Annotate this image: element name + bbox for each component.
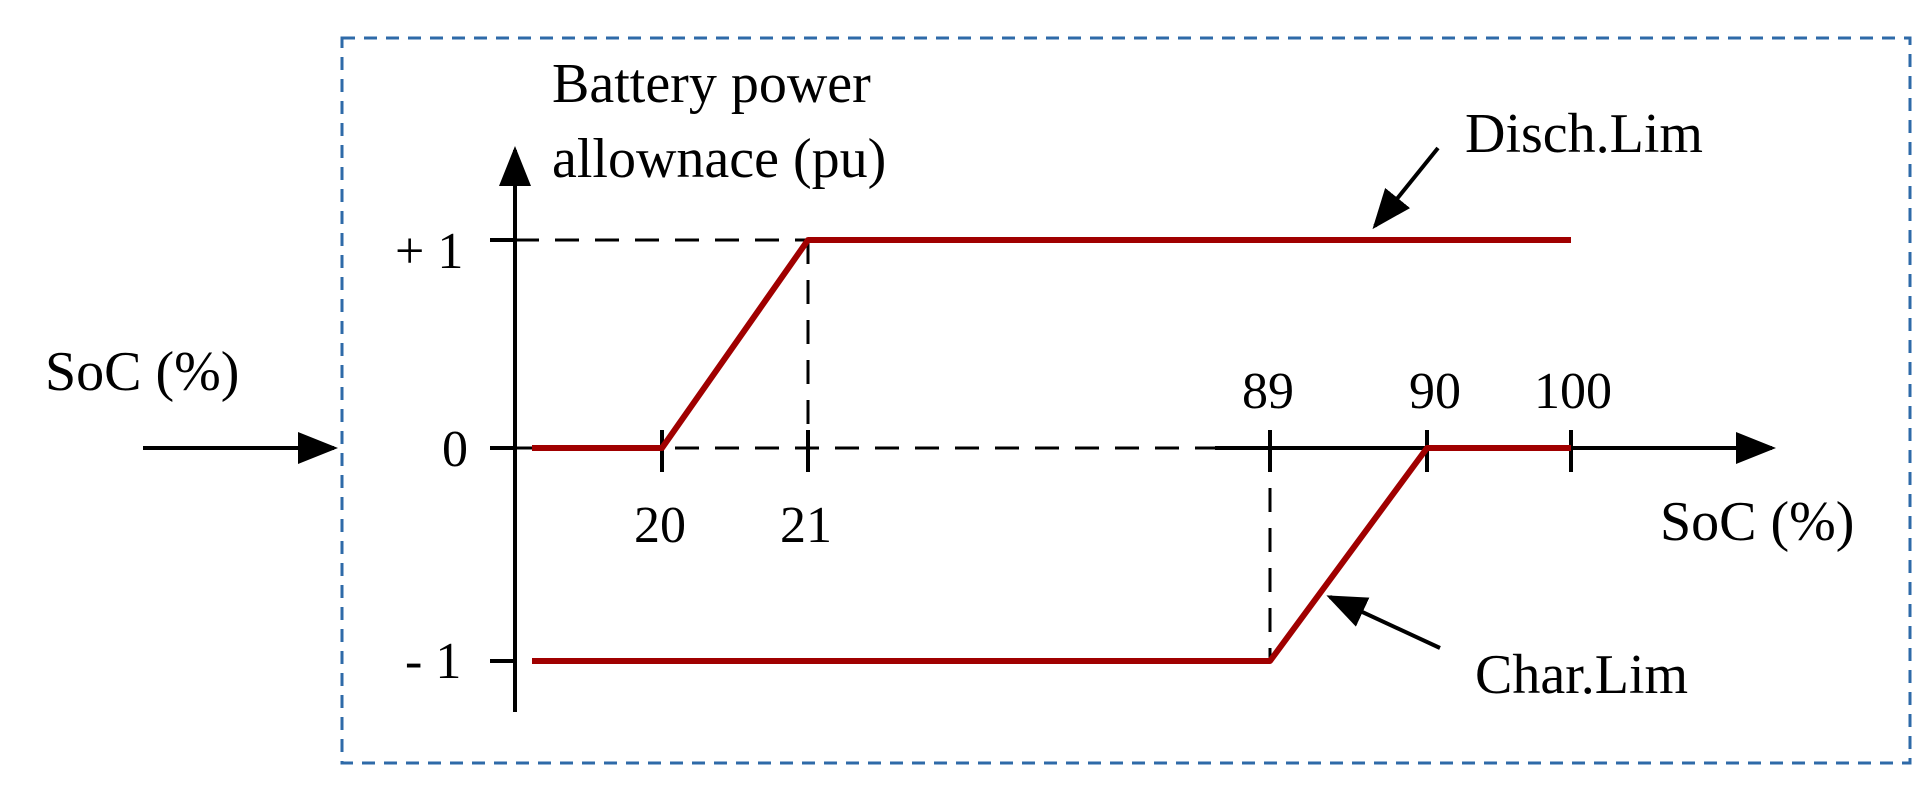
charge-limit-label: Char.Lim	[1475, 644, 1688, 706]
y-tick-plus-one: + 1	[395, 223, 463, 280]
charge-limit-pointer	[1326, 595, 1441, 650]
y-tick-minus-one: - 1	[405, 633, 461, 690]
x-tick-label-21: 21	[780, 497, 832, 554]
x-tick-label-100: 100	[1534, 363, 1612, 420]
x-axis-label: SoC (%)	[1660, 491, 1854, 553]
discharge-limit-pointer	[1372, 146, 1440, 230]
discharge-limit-label: Disch.Lim	[1465, 103, 1703, 165]
y-axis-label-line1: Battery power	[552, 53, 871, 115]
x-tick-label-20: 20	[634, 497, 686, 554]
y-axis-label-line2: allownace (pu)	[552, 128, 886, 190]
discharge-limit-line	[532, 237, 1571, 451]
x-tick-label-89: 89	[1242, 363, 1294, 420]
y-tick-zero: 0	[442, 421, 468, 478]
input-soc-label: SoC (%)	[45, 341, 239, 403]
x-tick-label-90: 90	[1409, 363, 1461, 420]
charge-limit-line	[532, 445, 1571, 664]
